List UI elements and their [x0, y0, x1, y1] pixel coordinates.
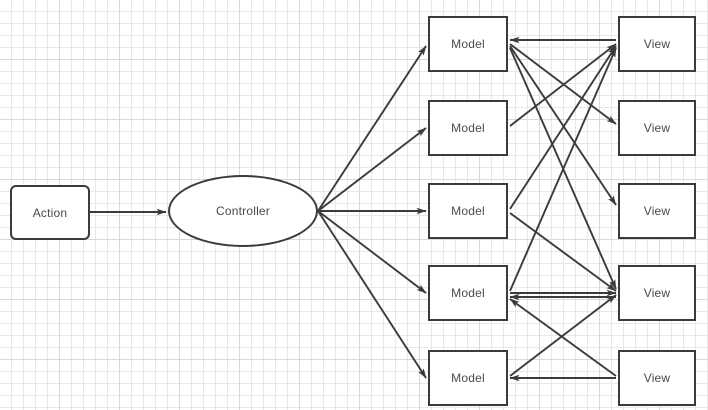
- edge-model1-to-view3: [509, 45, 617, 206]
- node-view3[interactable]: View: [618, 183, 696, 239]
- node-view4-label: View: [643, 286, 671, 300]
- edge-model4-to-view1: [509, 47, 617, 292]
- edge-model3-to-view4: [509, 212, 617, 292]
- edge-controller-to-model5: [317, 210, 427, 379]
- node-view2-label: View: [643, 121, 671, 135]
- edge-model3-to-view1: [509, 45, 617, 210]
- node-model4-label: Model: [451, 286, 485, 300]
- edge-model5-to-view4: [509, 294, 617, 377]
- node-model3-label: Model: [451, 204, 485, 218]
- node-controller-label: Controller: [215, 204, 271, 218]
- node-view1-label: View: [643, 37, 671, 51]
- node-action-label: Action: [32, 205, 68, 220]
- node-view5[interactable]: View: [618, 350, 696, 406]
- node-model4[interactable]: Model: [428, 265, 508, 321]
- node-view1[interactable]: View: [618, 16, 696, 72]
- node-model5-label: Model: [451, 371, 485, 385]
- edge-controller-to-model1: [317, 45, 427, 212]
- edge-model2-to-view1: [509, 43, 617, 127]
- node-view2[interactable]: View: [618, 100, 696, 156]
- node-view4[interactable]: View: [618, 265, 696, 321]
- edge-group: [90, 36, 617, 382]
- node-model5[interactable]: Model: [428, 350, 508, 406]
- node-view5-label: View: [643, 371, 671, 385]
- node-action[interactable]: Action: [10, 185, 90, 240]
- node-view3-label: View: [643, 204, 671, 218]
- node-model1-label: Model: [451, 37, 485, 51]
- node-controller[interactable]: Controller: [168, 175, 318, 247]
- node-model3[interactable]: Model: [428, 183, 508, 239]
- node-model1[interactable]: Model: [428, 16, 508, 72]
- node-model2-label: Model: [451, 121, 485, 135]
- edge-controller-to-model2: [317, 127, 427, 212]
- edge-view5-to-model4: [509, 298, 617, 377]
- edge-controller-to-model4: [317, 210, 427, 294]
- node-model2[interactable]: Model: [428, 100, 508, 156]
